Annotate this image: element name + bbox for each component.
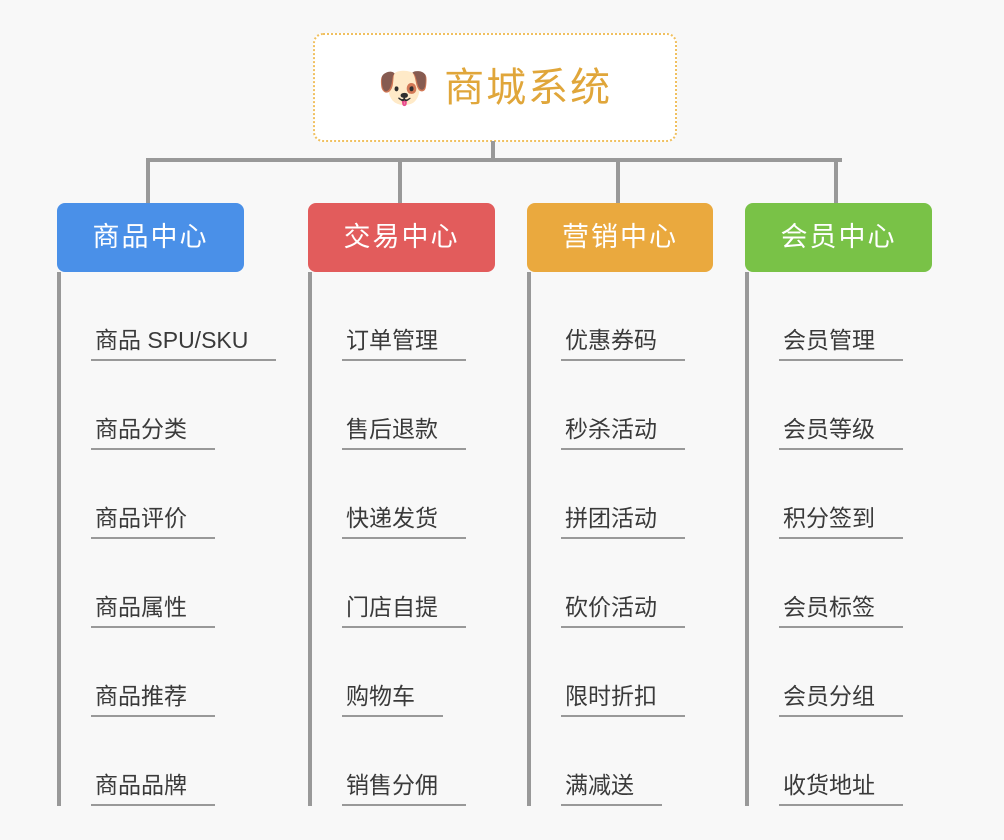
leaf-item[interactable]: 优惠券码 — [531, 272, 685, 361]
category-label: 交易中心 — [343, 222, 460, 252]
leaf-underline: 会员分组 — [779, 682, 903, 717]
leaf-underline: 拼团活动 — [561, 504, 685, 539]
leaf-item[interactable]: 售后退款 — [312, 361, 466, 450]
leaf-label: 收货地址 — [783, 771, 875, 798]
leaf-item[interactable]: 商品品牌 — [61, 717, 276, 806]
leaf-item[interactable]: 秒杀活动 — [531, 361, 685, 450]
leaf-label: 拼团活动 — [565, 504, 657, 531]
leaf-label: 商品分类 — [95, 415, 187, 442]
category-label: 会员中心 — [780, 222, 897, 252]
category-box-trade-center[interactable]: 交易中心 — [308, 203, 495, 272]
leaf-item[interactable]: 会员等级 — [749, 361, 903, 450]
drop-connector-product-center — [146, 158, 150, 203]
drop-connector-marketing-center — [616, 158, 620, 203]
leaf-label: 商品品牌 — [95, 771, 187, 798]
leaf-label: 积分签到 — [783, 504, 875, 531]
leaf-label: 销售分佣 — [346, 771, 438, 798]
leaf-item[interactable]: 购物车 — [312, 628, 466, 717]
category-box-product-center[interactable]: 商品中心 — [57, 203, 244, 272]
leaf-item[interactable]: 会员分组 — [749, 628, 903, 717]
leaf-underline: 销售分佣 — [342, 771, 466, 806]
leaf-item[interactable]: 砍价活动 — [531, 539, 685, 628]
root-node[interactable]: 🐶 商城系统 — [313, 33, 677, 142]
leaf-item[interactable]: 商品评价 — [61, 450, 276, 539]
leaf-underline: 会员等级 — [779, 415, 903, 450]
leaf-item[interactable]: 会员管理 — [749, 272, 903, 361]
leaf-list-member-center: 会员管理会员等级积分签到会员标签会员分组收货地址 — [745, 272, 903, 806]
leaf-underline: 积分签到 — [779, 504, 903, 539]
leaf-underline: 订单管理 — [342, 326, 466, 361]
leaf-item[interactable]: 积分签到 — [749, 450, 903, 539]
leaf-label: 会员标签 — [783, 593, 875, 620]
leaf-label: 会员管理 — [783, 326, 875, 353]
leaf-list-marketing-center: 优惠券码秒杀活动拼团活动砍价活动限时折扣满减送 — [527, 272, 685, 806]
leaf-item[interactable]: 限时折扣 — [531, 628, 685, 717]
leaf-item[interactable]: 收货地址 — [749, 717, 903, 806]
category-label: 商品中心 — [92, 222, 209, 252]
leaf-label: 限时折扣 — [565, 682, 657, 709]
leaf-underline: 门店自提 — [342, 593, 466, 628]
leaf-underline: 秒杀活动 — [561, 415, 685, 450]
leaf-label: 门店自提 — [346, 593, 438, 620]
leaf-label: 会员分组 — [783, 682, 875, 709]
drop-connector-member-center — [834, 158, 838, 203]
leaf-item[interactable]: 商品分类 — [61, 361, 276, 450]
leaf-underline: 商品 SPU/SKU — [91, 326, 277, 361]
category-box-marketing-center[interactable]: 营销中心 — [527, 203, 713, 272]
leaf-label: 快递发货 — [346, 504, 438, 531]
leaf-label: 商品 SPU/SKU — [95, 326, 249, 353]
leaf-underline: 商品属性 — [91, 593, 215, 628]
leaf-underline: 快递发货 — [342, 504, 466, 539]
leaf-label: 优惠券码 — [565, 326, 657, 353]
leaf-label: 售后退款 — [346, 415, 438, 442]
leaf-item[interactable]: 销售分佣 — [312, 717, 466, 806]
leaf-item[interactable]: 门店自提 — [312, 539, 466, 628]
leaf-underline: 收货地址 — [779, 771, 903, 806]
leaf-item[interactable]: 会员标签 — [749, 539, 903, 628]
leaf-list-product-center: 商品 SPU/SKU 商品分类商品评价商品属性商品推荐商品品牌 — [57, 272, 277, 806]
leaf-label: 购物车 — [346, 682, 415, 709]
leaf-underline: 商品分类 — [91, 415, 215, 450]
leaf-underline: 满减送 — [561, 771, 662, 806]
leaf-label: 会员等级 — [783, 415, 875, 442]
leaf-underline: 购物车 — [342, 682, 443, 717]
category-box-member-center[interactable]: 会员中心 — [745, 203, 932, 272]
leaf-item[interactable]: 商品属性 — [61, 539, 276, 628]
shiba-dog-icon: 🐶 — [377, 62, 431, 112]
leaf-underline: 会员管理 — [779, 326, 903, 361]
leaf-underline: 砍价活动 — [561, 593, 685, 628]
leaf-label: 秒杀活动 — [565, 415, 657, 442]
root-stem-connector — [491, 141, 495, 162]
leaf-item[interactable]: 快递发货 — [312, 450, 466, 539]
leaf-label: 商品评价 — [95, 504, 187, 531]
horizontal-bus-connector — [146, 158, 842, 162]
leaf-item[interactable]: 满减送 — [531, 717, 685, 806]
leaf-underline: 限时折扣 — [561, 682, 685, 717]
leaf-label: 商品推荐 — [95, 682, 187, 709]
leaf-underline: 优惠券码 — [561, 326, 685, 361]
leaf-underline: 会员标签 — [779, 593, 903, 628]
root-title: 商城系统 — [444, 65, 613, 110]
leaf-list-trade-center: 订单管理售后退款快递发货门店自提购物车销售分佣 — [308, 272, 466, 806]
category-label: 营销中心 — [562, 222, 678, 252]
leaf-label: 商品属性 — [95, 593, 187, 620]
leaf-label: 订单管理 — [346, 326, 438, 353]
leaf-underline: 商品推荐 — [91, 682, 215, 717]
leaf-underline: 商品品牌 — [91, 771, 215, 806]
leaf-item[interactable]: 拼团活动 — [531, 450, 685, 539]
leaf-item[interactable]: 商品推荐 — [61, 628, 276, 717]
leaf-label: 砍价活动 — [565, 593, 657, 620]
leaf-item[interactable]: 订单管理 — [312, 272, 466, 361]
leaf-label: 满减送 — [565, 771, 634, 798]
leaf-item[interactable]: 商品 SPU/SKU — [61, 272, 277, 361]
leaf-underline: 售后退款 — [342, 415, 466, 450]
leaf-underline: 商品评价 — [91, 504, 215, 539]
drop-connector-trade-center — [398, 158, 402, 203]
